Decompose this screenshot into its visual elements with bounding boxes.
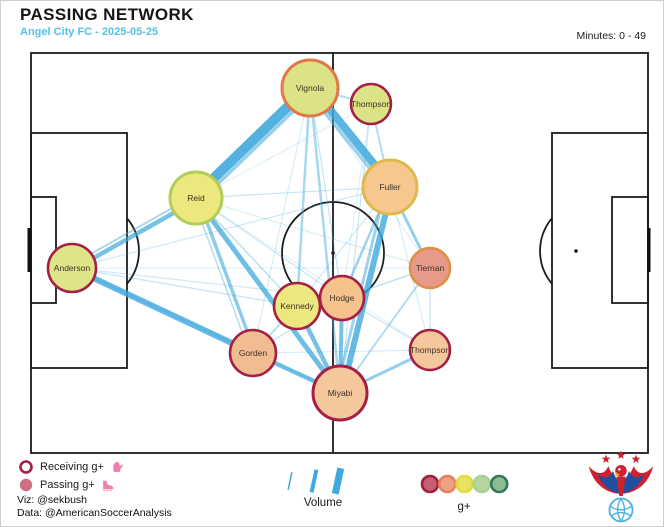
logo-stars <box>601 450 641 463</box>
player-label-Reid: Reid <box>187 193 205 203</box>
gplus-scale-dot-1 <box>420 474 440 494</box>
asa-logo <box>588 450 654 523</box>
pass-edge-Reid-Gorden <box>192 198 251 355</box>
receiving-gplus-label: Receiving g+ <box>40 461 104 473</box>
soccer-pitch <box>27 52 651 454</box>
page-title: PASSING NETWORK <box>20 5 194 24</box>
gloves-icon <box>113 462 123 472</box>
pass-edge-Vignola-Gorden <box>252 87 311 354</box>
pass-edge-Gorden-Thompson2 <box>252 349 431 354</box>
player-node-Miyabi <box>311 364 369 422</box>
player-label-Fuller: Fuller <box>379 182 400 192</box>
boot-icon <box>102 480 114 492</box>
pass-edge-Thompson1-Hodge <box>341 103 372 299</box>
player-node-Thompson2 <box>408 328 452 372</box>
player-node-Fuller <box>361 158 419 216</box>
volume-sample-1 <box>287 472 293 490</box>
player-node-Hodge <box>318 274 366 322</box>
pass-edge-Anderson-Gorden <box>70 265 255 356</box>
pass-edge-Reid-Thompson2 <box>195 197 431 351</box>
player-label-Tiernan: Tiernan <box>416 263 445 273</box>
pass-edge-Reid-Hodge <box>195 197 343 299</box>
player-node-Anderson <box>46 242 98 294</box>
player-label-Gorden: Gorden <box>239 348 268 358</box>
volume-sample-3 <box>331 467 345 495</box>
player-node-Tiernan <box>408 246 452 290</box>
player-label-Anderson: Anderson <box>54 263 91 273</box>
player-node-Kennedy <box>272 281 322 331</box>
player-label-Hodge: Hodge <box>329 293 354 303</box>
legend-receiving-row: Receiving g+ <box>18 459 124 475</box>
pass-edge-Vignola-Miyabi <box>308 87 342 394</box>
gplus-scale-dot-2 <box>437 474 457 494</box>
pass-edge-Reid-Thompson1 <box>195 103 372 199</box>
pass-edge-Thompson1-Miyabi <box>339 103 372 394</box>
legend-passing-row: Passing g+ <box>18 477 115 493</box>
gplus-scale-dot-3 <box>455 474 474 494</box>
gplus-scale-legend <box>420 474 509 494</box>
pass-edge-Reid-Gorden <box>196 196 257 353</box>
receiving-ring-icon <box>19 460 33 474</box>
player-node-Reid <box>168 170 224 226</box>
chart-subtitle: Angel City FC - 2025-05-25 <box>20 26 159 38</box>
gplus-scale-dot-5 <box>489 474 509 494</box>
pass-edge-Anderson-Fuller <box>71 186 391 269</box>
volume-sample-2 <box>309 469 319 493</box>
logo-eagle <box>588 464 654 497</box>
passing-dot-icon <box>19 478 33 492</box>
player-label-Thompson1: Thompson <box>351 99 391 109</box>
player-label-Kennedy: Kennedy <box>280 301 314 311</box>
player-label-Thompson2: Thompson <box>410 345 450 355</box>
player-label-Vignola: Vignola <box>296 83 324 93</box>
pass-edge-Reid-Fuller <box>195 186 391 199</box>
volume-legend-label: Volume <box>303 497 343 509</box>
pass-edge-Fuller-Miyabi <box>339 186 395 395</box>
minutes-range-label: Minutes: 0 - 49 <box>576 30 646 42</box>
pass-edge-Anderson-Miyabi <box>71 267 341 394</box>
player-node-Gorden <box>228 328 278 378</box>
pass-edge-Reid-Miyabi <box>193 196 343 395</box>
data-credit: Data: @AmericanSoccerAnalysis <box>17 507 172 519</box>
logo-ball <box>608 497 634 523</box>
gplus-scale-dot-4 <box>472 474 492 494</box>
credits: Viz: @sekbush Data: @AmericanSoccerAnaly… <box>17 494 172 520</box>
viz-credit: Viz: @sekbush <box>17 494 87 506</box>
passing-gplus-label: Passing g+ <box>40 479 95 491</box>
pass-edge-Reid-Tiernan <box>195 197 431 269</box>
pass-edge-Vignola-Kennedy <box>295 87 312 307</box>
pass-edge-Vignola-Hodge <box>309 87 343 299</box>
right-goal <box>647 228 651 272</box>
volume-legend <box>287 467 345 495</box>
pass-edge-Anderson-Kennedy <box>71 267 298 307</box>
player-node-Vignola <box>280 58 340 118</box>
left-goal <box>27 228 31 272</box>
gplus-scale-label: g+ <box>457 501 471 513</box>
player-node-Thompson1 <box>349 82 393 126</box>
player-label-Miyabi: Miyabi <box>328 388 353 398</box>
